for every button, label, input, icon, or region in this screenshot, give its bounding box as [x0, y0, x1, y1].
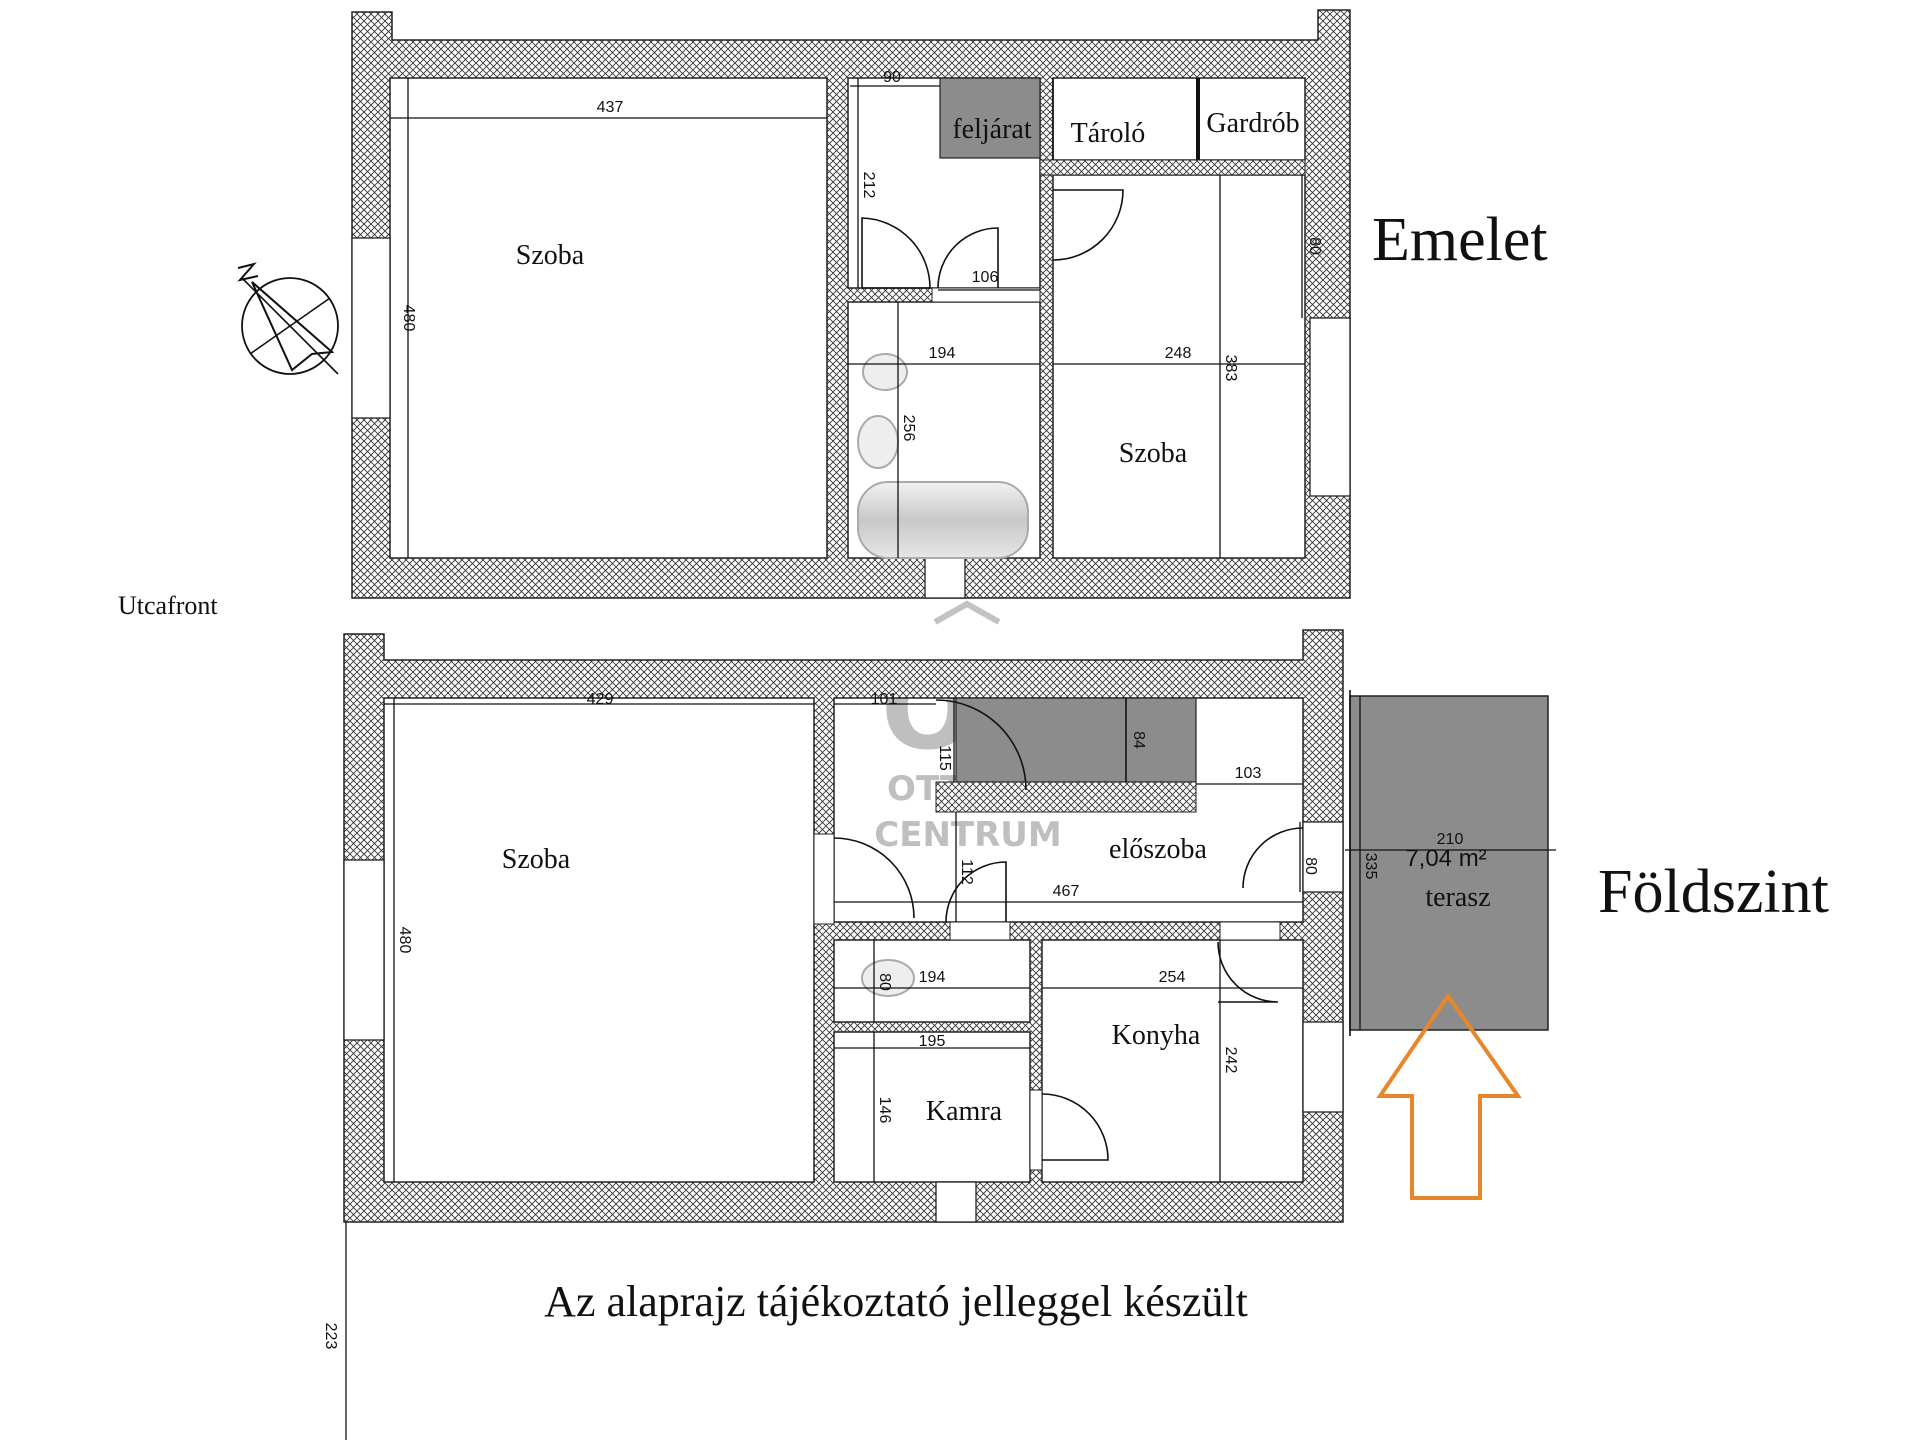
room-label-szoba-right: Szoba [1119, 438, 1188, 469]
dim-115: 115 [936, 745, 953, 771]
room-label-szoba-ground: Szoba [502, 844, 571, 875]
room-label-feljarat: feljárat [952, 114, 1031, 145]
toilet-icon-ground [861, 959, 915, 997]
dim-195: 195 [919, 1033, 946, 1050]
dim-480-ground: 480 [396, 927, 413, 954]
dim-223: 223 [322, 1323, 339, 1350]
room-label-konyha: Konyha [1112, 1020, 1201, 1051]
dim-210: 210 [1437, 831, 1464, 848]
dim-103: 103 [1235, 765, 1262, 782]
terrace-area-label: 7,04 m² [1405, 845, 1486, 872]
footnote: Az alaprajz tájékoztató jelleggel készül… [544, 1277, 1248, 1326]
street-front-label: Utcafront [118, 591, 218, 620]
floor-title-emelet: Emelet [1372, 206, 1548, 274]
dim-194-ground: 194 [919, 969, 946, 986]
dim-84: 84 [1130, 731, 1147, 749]
dim-242: 242 [1222, 1047, 1239, 1074]
dim-80-hall: 80 [1302, 857, 1319, 875]
room-label-szoba-left: Szoba [516, 240, 585, 271]
dim-80-wc: 80 [876, 973, 893, 991]
dim-101: 101 [871, 691, 898, 708]
toilet-icon [857, 415, 899, 469]
dim-194-upper: 194 [929, 345, 956, 362]
terrace-area [1349, 695, 1549, 1031]
dim-254: 254 [1159, 969, 1186, 986]
dim-467: 467 [1053, 883, 1080, 900]
dim-146: 146 [876, 1097, 893, 1124]
north-arrow-icon [237, 262, 339, 375]
bathtub-icon [857, 481, 1029, 559]
ground-floor: 429 480 101 115 84 103 112 467 80 194 80… [322, 629, 1829, 1440]
dim-383: 383 [1222, 355, 1239, 382]
ground-walls [343, 629, 1344, 1223]
room-label-eloszoba: előszoba [1109, 834, 1208, 865]
upper-floor: 437 480 90 212 106 194 256 248 383 80 Sz… [351, 9, 1548, 599]
room-label-gardrob: Gardrób [1206, 108, 1299, 139]
dim-90: 90 [883, 69, 901, 86]
room-label-kamra: Kamra [926, 1096, 1003, 1127]
dim-212: 212 [860, 172, 877, 199]
entrance-arrow-icon [1376, 992, 1522, 1200]
room-label-terasz: terasz [1425, 882, 1490, 913]
room-label-tarolo: Tároló [1071, 118, 1146, 149]
washbasin-icon [862, 353, 908, 391]
dim-112: 112 [958, 859, 975, 885]
dim-256: 256 [900, 415, 917, 442]
dim-437: 437 [597, 99, 624, 116]
watermark-line2: CENTRUM [874, 815, 1061, 855]
dim-429: 429 [587, 691, 614, 708]
floor-title-foldszint: Földszint [1598, 858, 1829, 926]
upper-walls [351, 9, 1351, 599]
dim-80-upper: 80 [1306, 237, 1323, 255]
dim-106: 106 [972, 269, 999, 286]
dim-248: 248 [1165, 345, 1192, 362]
dim-335: 335 [1362, 853, 1379, 880]
dim-480-upper: 480 [400, 305, 417, 332]
